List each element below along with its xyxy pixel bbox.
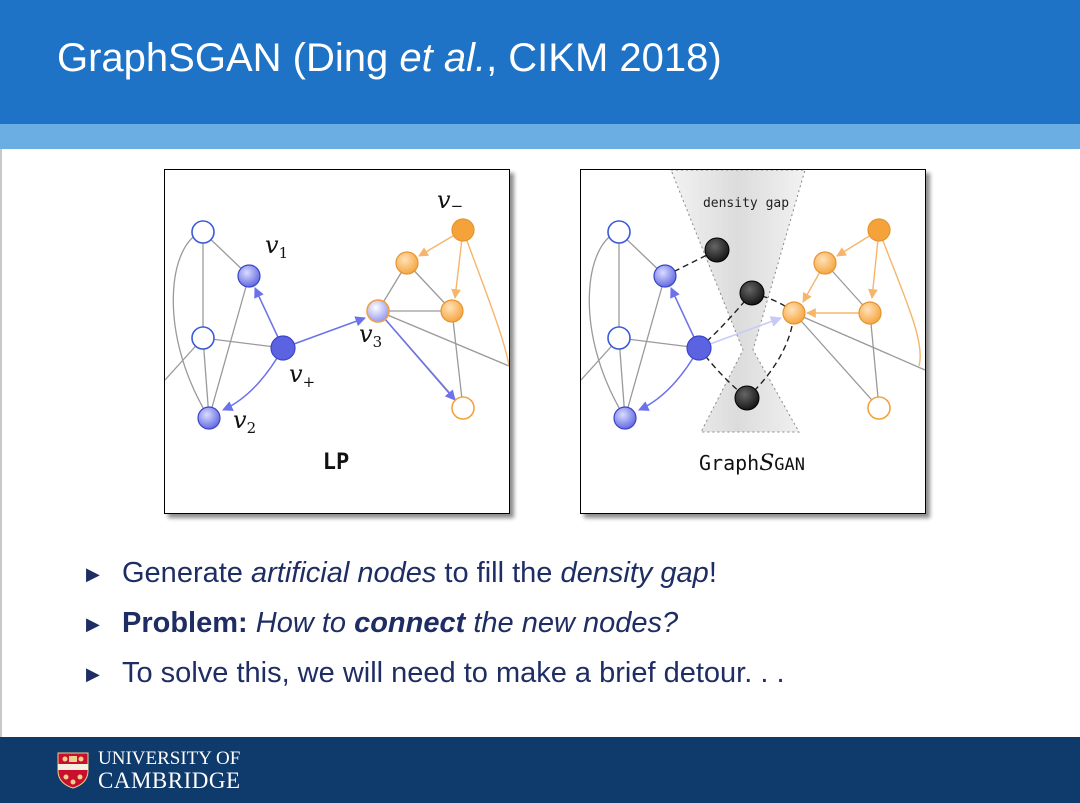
node-orange [782, 301, 806, 325]
artificial-node [704, 237, 730, 263]
lp-gray-edges [165, 231, 509, 419]
lp-blue-edges [222, 287, 456, 411]
lp-diagram: v− v1 v+ v2 v3 LP [165, 186, 509, 475]
bullet-marker-icon: ▶ [86, 664, 100, 684]
node-blue [613, 406, 637, 430]
lp-orange-edges [418, 229, 509, 367]
density-gap-region [670, 170, 806, 433]
node-v-minus [451, 218, 475, 242]
label-v-minus: v− [437, 186, 463, 215]
node-orange [395, 251, 419, 275]
label-v-plus: v+ [289, 360, 315, 391]
node-v3 [366, 299, 390, 323]
slide-edge [0, 149, 2, 737]
title-etal: et al. [399, 36, 487, 80]
node-blue [653, 264, 677, 288]
graphsgan-figure: density gap [580, 169, 926, 514]
artificial-node [739, 280, 765, 306]
title-strip [0, 124, 1080, 149]
node-open-orange [451, 396, 475, 420]
node-open-blue [607, 326, 631, 350]
density-gap-label: density gap [703, 196, 789, 211]
title-bar: GraphSGAN (Ding et al., CIKM 2018) [0, 0, 1080, 124]
node-v-plus [270, 335, 296, 361]
gs-orange-edges [802, 229, 921, 367]
gs-nodes [607, 218, 891, 430]
bullet-marker-icon: ▶ [86, 564, 100, 584]
label-v2: v2 [233, 406, 256, 437]
node-open-orange [867, 396, 891, 420]
node-open-blue [191, 326, 215, 350]
node-blue [686, 335, 712, 361]
label-v1: v1 [265, 231, 288, 262]
node-orange [440, 299, 464, 323]
gs-faded-edge [698, 316, 783, 349]
node-orange [858, 301, 882, 325]
label-v3: v3 [359, 320, 382, 351]
node-orange [813, 251, 837, 275]
graphsgan-caption: GraphSGAN [699, 451, 805, 476]
lp-caption: LP [323, 450, 350, 475]
node-v2 [197, 406, 221, 430]
footer-bar: UNIVERSITY OF CAMBRIDGE [0, 737, 1080, 803]
university-wordmark: UNIVERSITY OF CAMBRIDGE [98, 748, 241, 793]
artificial-node [734, 385, 760, 411]
lp-nodes [191, 218, 475, 430]
node-open-blue [191, 220, 215, 244]
node-v1 [237, 264, 261, 288]
node-orange [867, 218, 891, 242]
bullet-marker-icon: ▶ [86, 614, 100, 634]
slide-title: GraphSGAN (Ding et al., CIKM 2018) [57, 36, 722, 80]
graphsgan-diagram: density gap [581, 170, 925, 476]
cambridge-crest-icon [57, 752, 89, 789]
node-open-blue [607, 220, 631, 244]
lp-figure: v− v1 v+ v2 v3 LP [164, 169, 510, 514]
